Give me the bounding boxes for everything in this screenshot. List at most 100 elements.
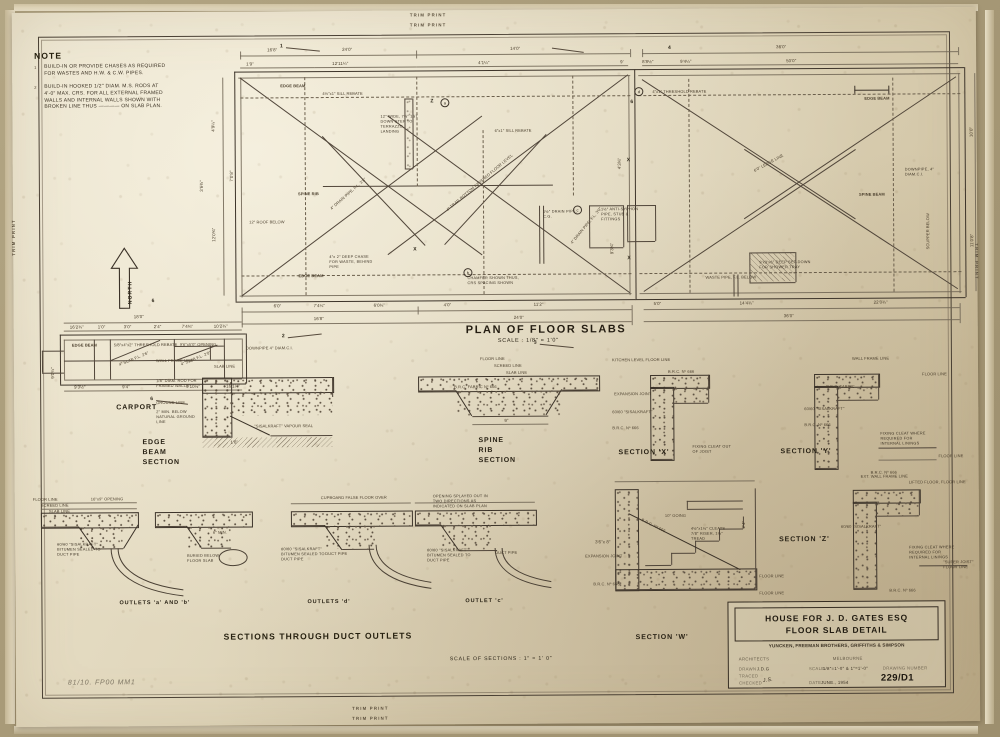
edge-beam-title: EDGE BEAM SECTION [142,439,181,467]
carport-title: CARPORT [116,404,158,412]
plan-ann-edge-beam-left: EDGE BEAM [280,83,306,89]
plan-dim-top-1: 16'8" [267,47,278,53]
plan-dim-right-2: 11'0'8" [969,233,975,248]
eb-ann-below-natural: 2" MIN. BELOW NATURAL GROUND LINE [156,409,196,425]
sw-ann-expansion: EXPANSION JOINT [585,553,623,559]
plan-dim-bot-5: 11'2" [533,301,544,307]
sw-ann-floor-line-2: FLOOR LINE [759,573,785,579]
plan-ann-antisyphon: 1½" ANTI-SYPHON PIPE, STUB & FITTINGS [601,207,639,222]
eb-dim-1: 1'6" [230,439,239,445]
plan-dim-bot-6: 5'0" [653,300,662,307]
plan-ann-chamfer: CHAMFER SHOWN THUS, CRS SPACING SHOWN [467,275,519,286]
sr-dim-1: 9" [504,417,509,423]
duct-sections-title: SECTIONS THROUGH DUCT OUTLETS [223,630,413,642]
eb-ann-wall-frame: WALL FRAME LINE [155,357,194,364]
note-item-1-text: BUILD-IN OR PROVIDE CHASES AS REQUIRED F… [44,63,166,77]
sw-ann-brc: B.R.C. Nº 666 [593,581,620,587]
plan-dim-top-6: 1'9" [246,61,254,67]
plan-dim-top-3: 14'0" [510,45,521,51]
sz-ann-brc: B.R.C. Nº 666 [889,587,916,593]
sy-ann-sisalkraft: 60/60 "SISALKRAFT" [804,405,845,412]
sr-ann-floor-line: FLOOR LINE [479,355,505,362]
drawn-value: J.D.G [756,666,770,672]
note-heading: NOTE [34,50,63,61]
sy-ann-wall-frame: WALL FRAME LINE [851,355,890,361]
plan-ann-terrazzo-landing: 12" WIDE, 7½" 1ST DOWN STEP TO TERRAZZO … [380,114,418,135]
sw-ann-going: 10" GOING [664,512,687,518]
duct-c-pipe: DUCT PIPE [495,549,518,556]
plan-bubble-c: c [573,205,583,215]
section-x-title: SECTION 'X' [618,448,670,457]
carport-dim-9: 9'4" [122,384,130,390]
plan-marker-4: 4 [668,44,671,51]
firm-name: YUNCKEN, FREEMAN BROTHERS, GRIFFITHS & S… [768,642,905,649]
plan-dim-left-2: 12'0¾" [211,227,217,242]
duct-a-slab-line: SLAB LINE [48,508,71,514]
architects-label: ARCHITECTS [738,656,770,662]
plan-dim-bot-4: 4'0" [443,302,452,308]
carport-dim-2: 16'2¾" [69,324,84,330]
spine-rib-title: SPINE RIB SECTION [478,436,517,465]
sr-ann-screed-line: SCREED LINE [493,362,522,369]
project-title-line1: HOUSE FOR J. D. GATES ESQ [765,612,909,624]
trim-mark-top-1: TRIM PRINT [409,12,447,18]
duct-c-sisalkraft: 60/60 "SISALKRAFT" BITUMEN SEALED TO DUC… [427,548,471,563]
north-label: NORTH [127,280,134,305]
plan-marker-2: 2 [281,333,285,340]
carport-marker-6b: 6 [151,298,155,305]
plan-ann-spine-beam: SPINE BEAM [858,191,885,197]
sw-ann-floor-line: FLOOR LINE [759,590,785,596]
eb-ann-slab-line: SLAB LINE [213,363,236,369]
plan-marker-y3: X [413,246,417,253]
plan-ann-waste-pipe: WASTE PIPE, F.L. BELOW [705,274,757,280]
drawing-number-label: DRAWING NUMBER [882,665,928,671]
sz-ann-ext-wall: EXT. WALL FRAME LINE [860,473,908,479]
plan-ann-threshold-rebate: 4"x1" THRESHOLD REBATE [652,88,707,95]
drawn-label: DRAWN [738,666,757,672]
plan-ann-sill-rebate-1: 4½"x1" SILL REBATE [322,90,363,97]
duct-d-pipe: DUCT PIPE [325,550,348,557]
scale-value: 1/8"=1'-0" & 1"=1'-0" [822,665,868,672]
carport-dim-4: 3'0" [123,324,132,330]
duct-c-label: OUTLET 'c' [465,597,504,605]
carport-ann-downpipe: DOWNPIPE 4" DIAM.C.I. [245,345,293,351]
duct-a-screed-line: SCREED LINE [40,502,69,508]
trim-mark-bottom-2: TRIM PRINT [352,715,389,721]
eb-ann-sisalkraft: "SISALKRAFT" VAPOUR SEAL [254,423,314,429]
plan-dim-top-10: 9'4¼" [680,58,692,64]
sr-ann-brc: B.R.C. FABRIC Nº 666 [454,383,497,390]
duct-d-cupboard: CUPBOARD FALSE FLOOR OVER [320,494,387,501]
duct-outlet-sections: FLOOR LINE SCREED LINE SLAB LINE 16"x9" … [12,7,976,662]
plan-ann-scupper: SCUPPER BELOW [925,213,931,250]
plan-bubble-d: d [634,87,644,97]
sz-ann-super-joist: "SUPER JOIST" FLOOR LINE [943,559,974,570]
plan-title: PLAN OF FLOOR SLABS [465,323,627,337]
eb-ann-rod: 1/8" DIAM. ROD FOR FRAMED WALLS [156,377,197,389]
city-label: MELBOURNE [832,655,863,661]
note-item-2-num: 2 [34,84,37,90]
carport-dim-3: 1'0" [97,324,106,330]
sx-ann-fixing-cleat: FIXING CLEAT OUT OF JOIST [692,444,732,454]
checked-value: J.S. [762,676,774,685]
sy-ann-floor-line: FLOOR LINE [922,371,947,377]
plan-dim-bot-8: 22'0¾" [873,299,888,305]
plan-dim-bot-2: 7'4¼" [313,303,326,309]
duct-d-label: OUTLETS 'd' [307,598,351,606]
section-w-title: SECTION 'W' [635,633,689,642]
project-title-line2: FLOOR SLAB DETAIL [785,624,888,636]
trim-mark-bottom-1: TRIM PRINT [352,705,389,711]
plan-bubble-b: b [463,268,473,278]
section-z-title: SECTION 'Z' [779,535,830,544]
plan-ann-waste-chase: 4"x 2" DEEP CHASE FOR WASTE, BEHIND PIPE [329,254,373,270]
paper-edge-left [5,10,15,724]
sw-dim-1: 3'6"x 8" [595,539,611,545]
duct-a-opening: 16"x9" OPENING [90,496,124,502]
sx-ann-sisalkraft: 60/60 "SISALKRAFT" [612,409,653,415]
plan-dim-bot-11: 36'0" [783,313,794,319]
plan-dim-right-1: 10'0" [968,126,974,138]
plan-dim-left-3: 3'6¾" [198,180,204,192]
carport-dim-6: 7'4¾" [181,323,194,329]
plan-dim-bot-3: 6'0¾" [373,302,386,308]
plan-dim-top-8: 4'1¼" [478,60,490,66]
carport-dim-1: 18'0" [133,314,144,320]
